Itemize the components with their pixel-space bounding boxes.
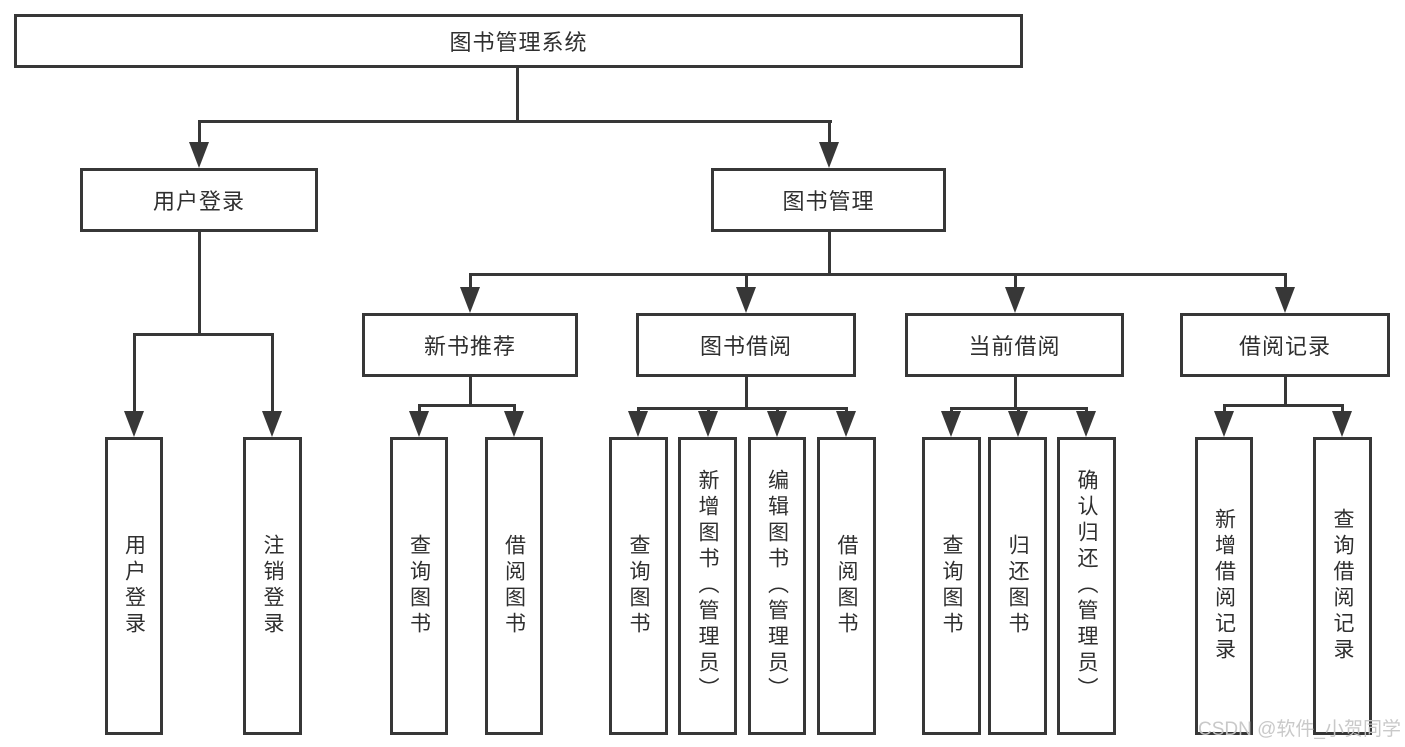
arrowhead-down-icon — [504, 411, 524, 437]
arrowhead-down-icon — [1214, 411, 1234, 437]
arrowhead-down-icon — [1008, 411, 1028, 437]
arrowhead-down-icon — [409, 411, 429, 437]
node-user-login: 用户登录 — [80, 168, 318, 232]
arrowhead-down-icon — [836, 411, 856, 437]
connector-line-vertical — [132, 333, 136, 415]
connector-line-horizontal — [132, 332, 274, 336]
leaf-confirm-return-admin: 确认归还（管理员） — [1057, 437, 1116, 735]
leaf-add-borrow-record: 新增借阅记录 — [1195, 437, 1253, 735]
leaf-add-book-admin: 新增图书（管理员） — [678, 437, 737, 735]
leaf-query-borrow-record-label: 查询借阅记录 — [1331, 508, 1354, 664]
leaf-query-books-current-label: 查询图书 — [940, 534, 963, 638]
connector-line-vertical — [827, 120, 831, 148]
node-borrowing-records: 借阅记录 — [1180, 313, 1390, 377]
connector-line-vertical — [1013, 273, 1017, 290]
connector-line-vertical — [1222, 404, 1226, 415]
node-new-book-recommend: 新书推荐 — [362, 313, 578, 377]
connector-line-vertical — [417, 404, 421, 415]
leaf-return-book-label: 归还图书 — [1006, 534, 1029, 638]
leaf-query-books-recommend: 查询图书 — [390, 437, 448, 735]
leaf-edit-book-admin: 编辑图书（管理员） — [748, 437, 806, 735]
connector-line-vertical — [744, 377, 748, 409]
leaf-borrow-books-recommend: 借阅图书 — [485, 437, 543, 735]
leaf-return-book: 归还图书 — [988, 437, 1047, 735]
arrowhead-down-icon — [736, 287, 756, 313]
node-root: 图书管理系统 — [14, 14, 1023, 68]
connector-line-vertical — [1283, 273, 1287, 290]
leaf-query-books-current: 查询图书 — [922, 437, 981, 735]
leaf-confirm-return-admin-label: 确认归还（管理员） — [1075, 469, 1098, 703]
connector-line-vertical — [512, 404, 516, 415]
connector-line-vertical — [1283, 377, 1287, 406]
leaf-query-borrow-record: 查询借阅记录 — [1313, 437, 1372, 735]
connector-line-vertical — [827, 232, 831, 275]
connector-line-horizontal — [636, 406, 848, 410]
node-book-borrowing: 图书借阅 — [636, 313, 856, 377]
arrowhead-down-icon — [1332, 411, 1352, 437]
connector-line-vertical — [1013, 377, 1017, 409]
watermark: CSDN @软件_小贺同学 — [1198, 719, 1401, 740]
leaf-edit-book-admin-label: 编辑图书（管理员） — [765, 469, 789, 703]
connector-line-vertical — [270, 333, 274, 415]
node-book-management: 图书管理 — [711, 168, 946, 232]
arrowhead-down-icon — [767, 411, 787, 437]
connector-line-vertical — [468, 273, 472, 290]
connector-line-horizontal — [1222, 403, 1344, 407]
connector-line-vertical — [197, 120, 201, 148]
arrowhead-down-icon — [819, 142, 839, 168]
node-current-borrowing: 当前借阅 — [905, 313, 1124, 377]
leaf-user-login: 用户登录 — [105, 437, 163, 735]
connector-line-vertical — [744, 273, 748, 290]
node-current-borrowing-label: 当前借阅 — [968, 334, 1061, 359]
node-borrowing-records-label: 借阅记录 — [1238, 334, 1331, 359]
leaf-user-login-label: 用户登录 — [122, 534, 146, 638]
leaf-query-books-recommend-label: 查询图书 — [407, 534, 431, 638]
connector-line-vertical — [1340, 404, 1344, 415]
leaf-logout-label: 注销登录 — [261, 534, 284, 638]
connector-line-horizontal — [197, 119, 832, 123]
connector-line-horizontal — [468, 272, 1287, 276]
connector-line-vertical — [468, 377, 472, 406]
node-user-login-label: 用户登录 — [152, 189, 245, 214]
leaf-add-book-admin-label: 新增图书（管理员） — [696, 469, 719, 703]
leaf-add-borrow-record-label: 新增借阅记录 — [1212, 508, 1236, 664]
node-root-label: 图书管理系统 — [449, 30, 588, 55]
arrowhead-down-icon — [628, 411, 648, 437]
leaf-query-books-borrowing-label: 查询图书 — [627, 534, 650, 638]
leaf-query-books-borrowing: 查询图书 — [609, 437, 668, 735]
node-book-borrowing-label: 图书借阅 — [699, 334, 792, 359]
arrowhead-down-icon — [698, 411, 718, 437]
leaf-borrow-books-recommend-label: 借阅图书 — [502, 534, 526, 638]
arrowhead-down-icon — [1005, 287, 1025, 313]
leaf-borrow-books-label: 借阅图书 — [835, 534, 858, 638]
arrowhead-down-icon — [1275, 287, 1295, 313]
node-book-management-label: 图书管理 — [782, 189, 875, 214]
connector-line-vertical — [515, 68, 519, 122]
arrowhead-down-icon — [1076, 411, 1096, 437]
arrowhead-down-icon — [124, 411, 144, 437]
connector-line-horizontal — [949, 406, 1088, 410]
arrowhead-down-icon — [941, 411, 961, 437]
leaf-logout: 注销登录 — [243, 437, 302, 735]
arrowhead-down-icon — [460, 287, 480, 313]
node-new-book-recommend-label: 新书推荐 — [423, 334, 516, 359]
connector-line-vertical — [197, 232, 201, 336]
arrowhead-down-icon — [189, 142, 209, 168]
leaf-borrow-books: 借阅图书 — [817, 437, 876, 735]
arrowhead-down-icon — [262, 411, 282, 437]
connector-line-horizontal — [417, 403, 516, 407]
